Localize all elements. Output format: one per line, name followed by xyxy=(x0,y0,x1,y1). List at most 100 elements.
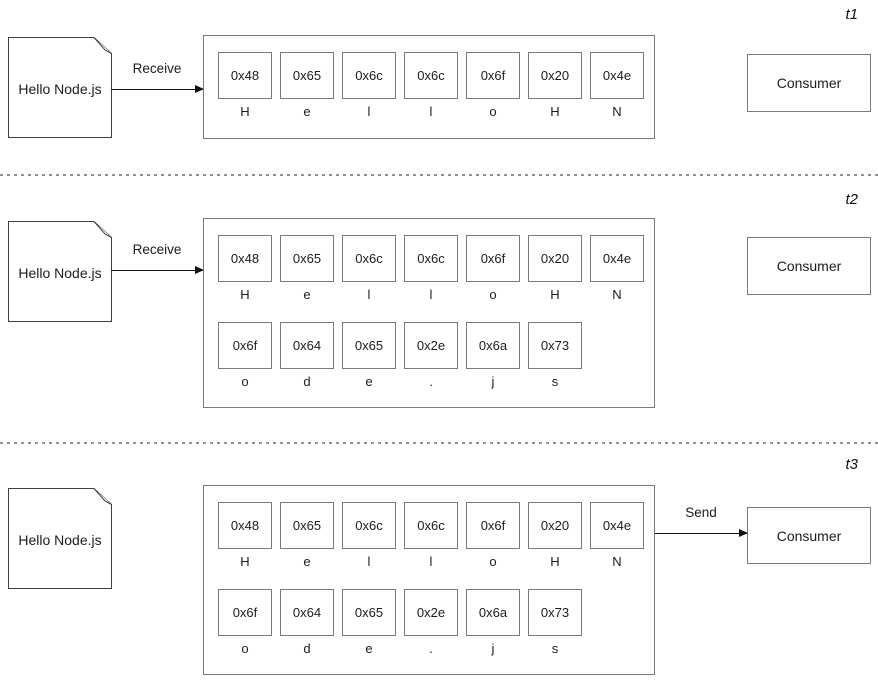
byte-char-label: o xyxy=(241,641,249,656)
byte-char-label: . xyxy=(429,641,433,656)
byte-cell: 0x2e. xyxy=(404,322,458,389)
byte-hex-box: 0x65 xyxy=(280,52,334,99)
arrow-line xyxy=(111,85,204,93)
byte-hex-value: 0x65 xyxy=(292,518,322,533)
byte-hex-value: 0x65 xyxy=(292,251,322,266)
byte-char-label: e xyxy=(365,641,373,656)
file-node: Hello Node.js xyxy=(8,221,112,322)
byte-hex-box: 0x48 xyxy=(218,502,272,549)
byte-hex-box: 0x4e xyxy=(590,235,644,282)
arrow-line xyxy=(655,529,748,537)
byte-char-label: o xyxy=(241,374,249,389)
byte-hex-box: 0x48 xyxy=(218,52,272,99)
byte-hex-value: 0x6c xyxy=(417,518,445,533)
send-arrow-label: Send xyxy=(685,505,717,520)
byte-hex-box: 0x6c xyxy=(404,235,458,282)
byte-hex-box: 0x6c xyxy=(342,502,396,549)
byte-hex-value: 0x6a xyxy=(478,605,508,620)
byte-cell: 0x65 e xyxy=(342,322,396,389)
byte-char-label: H xyxy=(550,554,560,569)
byte-hex-value: 0x6c xyxy=(417,68,445,83)
byte-hex-box: 0x65 xyxy=(342,589,396,636)
byte-hex-box: 0x4e xyxy=(590,52,644,99)
byte-char-label: l xyxy=(367,554,371,569)
byte-hex-value: 0x4e xyxy=(602,68,632,83)
byte-char-label: e xyxy=(365,374,373,389)
byte-hex-value: 0x48 xyxy=(230,518,260,533)
consumer-box: Consumer xyxy=(747,237,871,295)
byte-hex-value: 0x48 xyxy=(230,251,260,266)
byte-hex-box: 0x73 xyxy=(528,589,582,636)
file-label: Hello Node.js xyxy=(18,532,102,548)
byte-char-label: j xyxy=(491,641,495,656)
byte-hex-value: 0x20 xyxy=(540,518,570,533)
byte-hex-box: 0x20 xyxy=(528,52,582,99)
byte-char-label: o xyxy=(489,287,497,302)
byte-hex-box: 0x6f xyxy=(218,589,272,636)
byte-cell: 0x6c l xyxy=(342,52,396,119)
byte-hex-box: 0x6f xyxy=(466,502,520,549)
byte-char-label: e xyxy=(303,554,311,569)
byte-char-label: H xyxy=(240,554,250,569)
byte-hex-value: 0x6c xyxy=(355,68,383,83)
byte-hex-value: 0x73 xyxy=(540,338,570,353)
byte-cell: 0x65 e xyxy=(342,589,396,656)
byte-cell: 0x65 e xyxy=(280,502,334,569)
time-label-t1: t1 xyxy=(845,6,858,23)
byte-hex-box: 0x20 xyxy=(528,502,582,549)
file-node: Hello Node.js xyxy=(8,488,112,589)
byte-hex-value: 0x6c xyxy=(355,518,383,533)
byte-hex-value: 0x64 xyxy=(292,605,322,620)
byte-char-label: e xyxy=(303,287,311,302)
byte-char-label: l xyxy=(429,554,433,569)
byte-hex-box: 0x2e xyxy=(404,322,458,369)
byte-hex-value: 0x6f xyxy=(480,251,506,266)
byte-hex-box: 0x4e xyxy=(590,502,644,549)
document-icon xyxy=(8,488,112,589)
consumer-box: Consumer xyxy=(747,54,871,112)
document-icon xyxy=(8,221,112,322)
byte-hex-box: 0x48 xyxy=(218,235,272,282)
byte-hex-value: 0x4e xyxy=(602,518,632,533)
receive-arrow: Receive xyxy=(111,61,204,93)
byte-hex-box: 0x65 xyxy=(342,322,396,369)
byte-hex-value: 0x6a xyxy=(478,338,508,353)
byte-char-label: d xyxy=(303,641,311,656)
byte-hex-value: 0x73 xyxy=(540,605,570,620)
dashed-separator xyxy=(0,442,878,444)
byte-char-label: l xyxy=(367,104,371,119)
dashed-separator xyxy=(0,174,878,176)
byte-char-label: j xyxy=(491,374,495,389)
byte-hex-box: 0x6c xyxy=(404,52,458,99)
file-node: Hello Node.js xyxy=(8,37,112,138)
byte-hex-box: 0x6a xyxy=(466,589,520,636)
byte-char-label: N xyxy=(612,554,622,569)
receive-arrow-label: Receive xyxy=(132,242,182,257)
byte-hex-box: 0x65 xyxy=(280,502,334,549)
byte-hex-box: 0x20 xyxy=(528,235,582,282)
byte-char-label: N xyxy=(612,287,622,302)
byte-hex-value: 0x6f xyxy=(480,518,506,533)
byte-char-label: o xyxy=(489,104,497,119)
time-label-t2: t2 xyxy=(845,191,858,208)
byte-hex-box: 0x64 xyxy=(280,322,334,369)
